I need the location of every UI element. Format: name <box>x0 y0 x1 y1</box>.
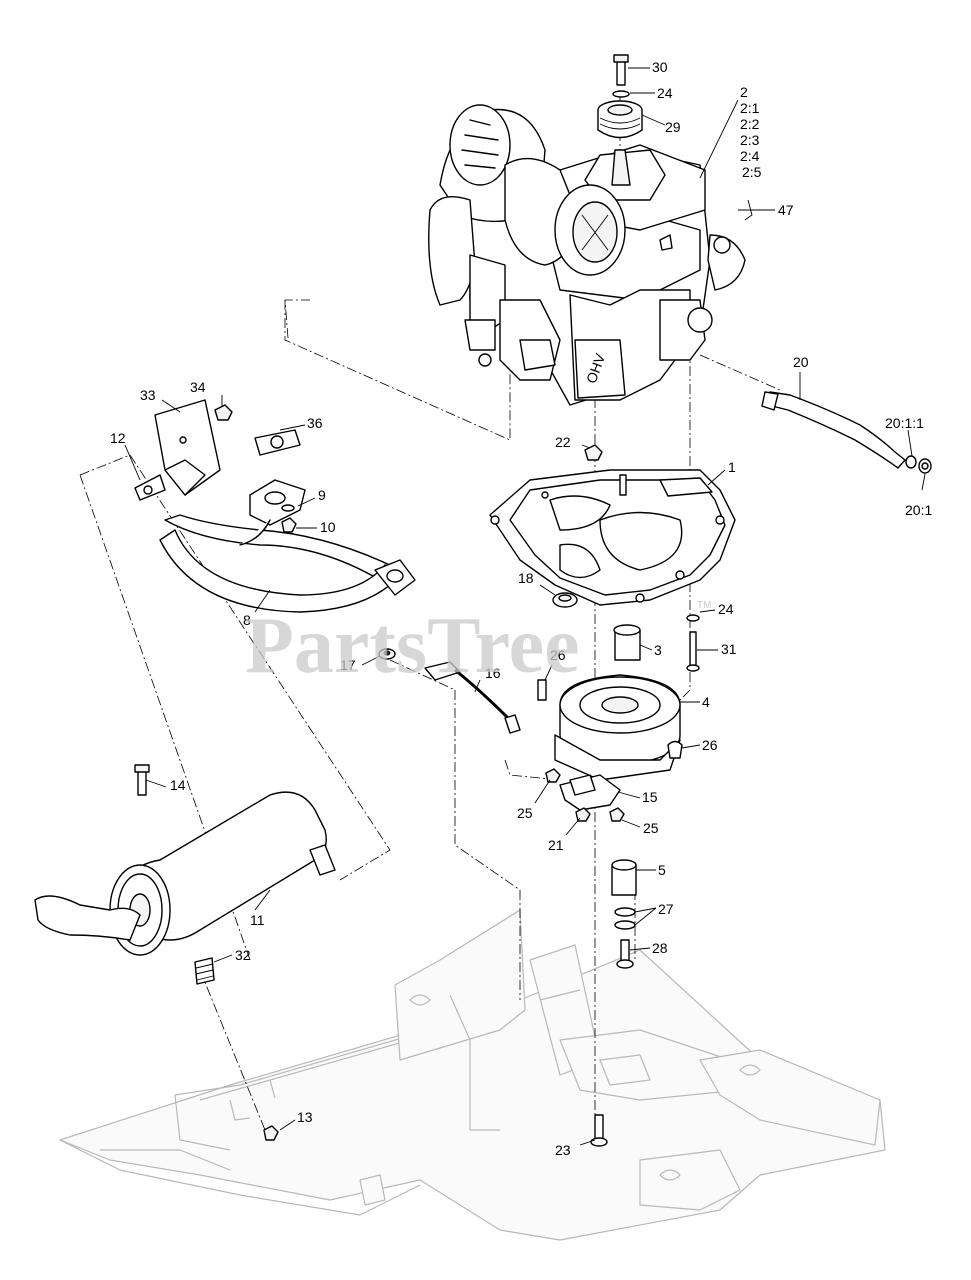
callout-24-lower[interactable]: 24 <box>718 601 734 617</box>
callout-2-3[interactable]: 2:3 <box>740 132 760 148</box>
callout-21[interactable]: 21 <box>548 837 564 853</box>
callout-26-upper[interactable]: 26 <box>550 647 566 663</box>
callout-27[interactable]: 27 <box>658 901 674 917</box>
washer-24-top[interactable] <box>612 90 630 98</box>
callout-12[interactable]: 12 <box>110 430 126 446</box>
heat-shield-bracket[interactable] <box>154 399 221 496</box>
callout-20-1[interactable]: 20:1 <box>905 502 932 518</box>
callout-15[interactable]: 15 <box>642 789 658 805</box>
callout-20[interactable]: 20 <box>793 354 809 370</box>
callout-47[interactable]: 47 <box>778 202 794 218</box>
callout-24-top[interactable]: 24 <box>657 85 673 101</box>
bushing-3[interactable] <box>613 624 641 661</box>
callout-labels: 30 24 29 2 2:1 2:2 2:3 2:4 2:5 47 20 20:… <box>110 59 932 1158</box>
chassis-frame <box>59 909 886 1241</box>
nut-21[interactable] <box>575 807 591 822</box>
spacer-5[interactable] <box>611 859 637 896</box>
exhaust-gasket[interactable] <box>254 429 301 456</box>
callout-2-2[interactable]: 2:2 <box>740 116 760 132</box>
callout-26-right[interactable]: 26 <box>702 737 718 753</box>
callout-25-right[interactable]: 25 <box>643 820 659 836</box>
callout-29[interactable]: 29 <box>665 119 681 135</box>
nut-13[interactable] <box>263 1125 279 1141</box>
callout-2-1[interactable]: 2:1 <box>740 100 760 116</box>
decal-47[interactable] <box>744 199 753 221</box>
leader-lines <box>124 67 926 1146</box>
throttle-cable[interactable] <box>424 661 521 734</box>
callout-16[interactable]: 16 <box>485 665 501 681</box>
pin-26-upper[interactable] <box>537 679 547 701</box>
callout-14[interactable]: 14 <box>170 777 186 793</box>
electric-clutch[interactable] <box>554 674 681 781</box>
muffler[interactable] <box>34 791 336 956</box>
bolt-31[interactable] <box>686 631 700 672</box>
nut-10[interactable] <box>281 517 297 533</box>
callout-28[interactable]: 28 <box>652 940 668 956</box>
hose-clamp-20-1-1[interactable] <box>905 455 917 469</box>
exhaust-manifold[interactable] <box>159 479 416 613</box>
fitting-20-1[interactable] <box>918 458 932 474</box>
callout-3[interactable]: 3 <box>654 642 662 658</box>
callout-31[interactable]: 31 <box>721 641 737 657</box>
clutch-anti-rotation-bracket[interactable] <box>559 774 621 811</box>
nut-22[interactable] <box>584 444 603 461</box>
grommet-17[interactable] <box>378 648 396 660</box>
nut-25-left[interactable] <box>545 768 561 783</box>
callout-34[interactable]: 34 <box>190 379 206 395</box>
callout-30[interactable]: 30 <box>652 59 668 75</box>
callout-17[interactable]: 17 <box>340 657 356 673</box>
nut-25-right[interactable] <box>609 807 625 822</box>
callout-2[interactable]: 2 <box>740 84 748 100</box>
clamp-12[interactable] <box>134 474 166 501</box>
callout-32[interactable]: 32 <box>235 947 251 963</box>
callout-2-5[interactable]: 2:5 <box>742 164 762 180</box>
washer-9[interactable] <box>281 504 295 512</box>
callout-8[interactable]: 8 <box>243 612 251 628</box>
crank-pulley-29[interactable] <box>597 100 643 139</box>
callout-13[interactable]: 13 <box>297 1109 313 1125</box>
engine-assembly[interactable]: OHV <box>428 104 746 406</box>
callout-25-left[interactable]: 25 <box>517 805 533 821</box>
callout-10[interactable]: 10 <box>320 519 336 535</box>
callout-1[interactable]: 1 <box>728 459 736 475</box>
callout-20-1-1[interactable]: 20:1:1 <box>885 415 924 431</box>
callout-5[interactable]: 5 <box>658 862 666 878</box>
callout-36[interactable]: 36 <box>307 415 323 431</box>
pin-26-right[interactable] <box>667 740 683 759</box>
bolt-14[interactable] <box>134 764 150 796</box>
callout-2-4[interactable]: 2:4 <box>740 148 760 164</box>
bolt-28[interactable] <box>616 939 634 969</box>
callout-33[interactable]: 33 <box>140 387 156 403</box>
spring-32[interactable] <box>194 957 215 985</box>
callout-22[interactable]: 22 <box>555 434 571 450</box>
nut-34[interactable] <box>214 404 233 421</box>
callout-18[interactable]: 18 <box>518 570 534 586</box>
callout-9[interactable]: 9 <box>318 487 326 503</box>
fuel-hose[interactable] <box>761 391 906 469</box>
callout-11[interactable]: 11 <box>250 912 265 928</box>
callout-23[interactable]: 23 <box>555 1142 571 1158</box>
engine-mounting-plate[interactable] <box>489 469 736 606</box>
watermark: PartsTree TM <box>245 600 711 690</box>
watermark-tm: TM <box>697 600 711 611</box>
watermark-text: PartsTree <box>245 602 580 690</box>
washers-27[interactable] <box>614 907 636 930</box>
spacer-18[interactable] <box>552 592 578 608</box>
callout-4[interactable]: 4 <box>702 694 710 710</box>
washer-24-lower[interactable] <box>686 614 700 622</box>
bolt-30[interactable] <box>613 54 629 86</box>
